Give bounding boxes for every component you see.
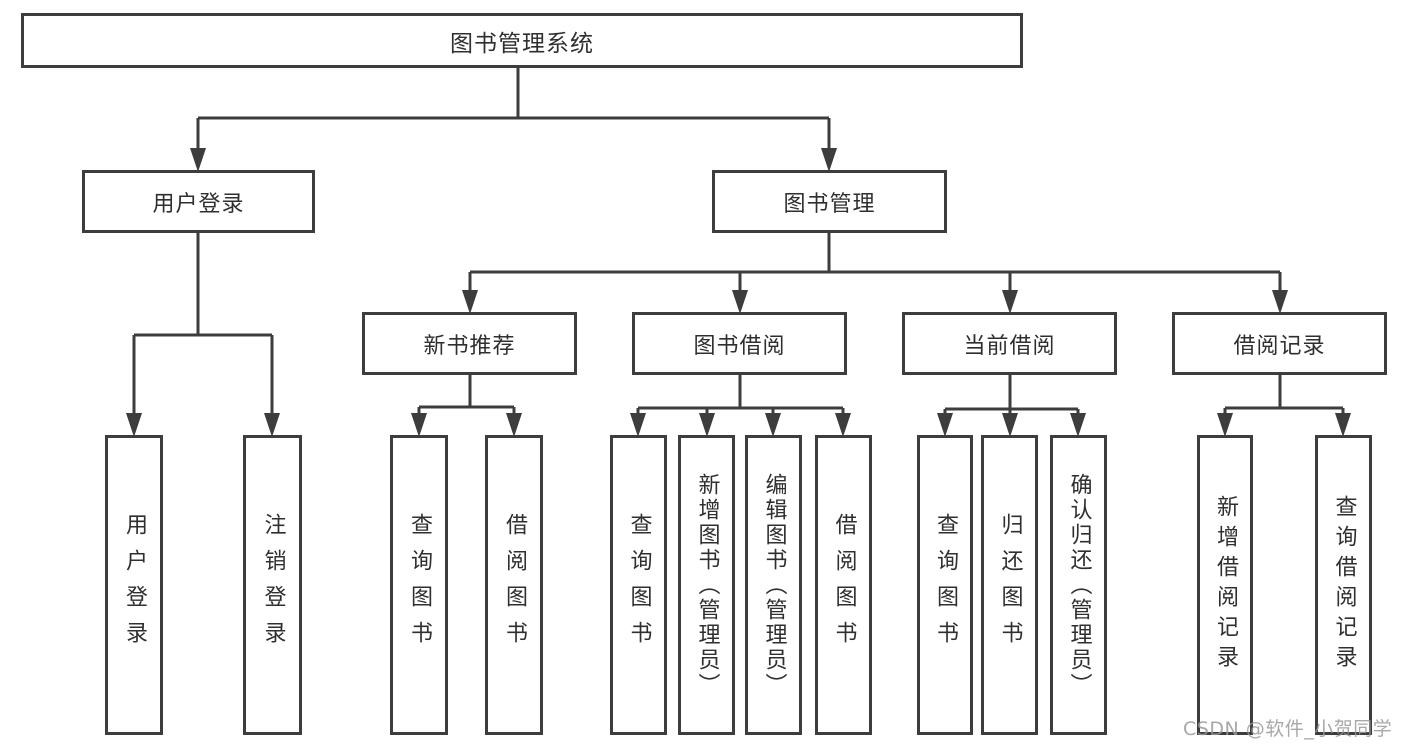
- node-edit-book-admin: 编辑图书（管理员）: [745, 435, 802, 735]
- arrowhead: [937, 413, 953, 437]
- node-label: 确认归还（管理员）: [1066, 472, 1092, 698]
- node-borrow-books-action: 借阅图书: [815, 435, 872, 735]
- arrowhead: [1335, 413, 1351, 437]
- arrowhead: [1272, 290, 1288, 314]
- node-book-management: 图书管理: [712, 170, 947, 233]
- arrowhead: [1217, 413, 1233, 437]
- arrowhead: [821, 148, 837, 172]
- arrowhead: [1002, 290, 1018, 314]
- node-return-book: 归还图书: [981, 435, 1038, 735]
- edges-borrow-records-to-leaves: [1217, 375, 1351, 437]
- arrowhead: [765, 413, 781, 437]
- node-logout-action: 注销登录: [243, 435, 302, 735]
- arrowhead: [462, 290, 478, 314]
- node-label: 归还图书: [997, 513, 1023, 657]
- node-borrow-books-recommend: 借阅图书: [485, 435, 543, 735]
- node-add-borrow-record: 新增借阅记录: [1197, 435, 1253, 735]
- node-query-books-current: 查询图书: [917, 435, 973, 735]
- node-query-books-borrow: 查询图书: [610, 435, 667, 735]
- node-user-login: 用户登录: [82, 170, 315, 233]
- node-label: 注销登录: [260, 513, 286, 657]
- arrowhead: [1070, 413, 1086, 437]
- node-confirm-return-admin: 确认归还（管理员）: [1050, 435, 1107, 735]
- node-label: 图书借阅: [693, 333, 786, 359]
- node-add-book-admin: 新增图书（管理员）: [678, 435, 735, 735]
- arrowhead: [506, 413, 522, 437]
- arrowhead: [411, 413, 427, 437]
- node-label: 新书推荐: [423, 333, 516, 359]
- arrowhead: [264, 413, 280, 437]
- edges-current-borrow-to-leaves: [937, 375, 1086, 437]
- arrowhead: [126, 413, 142, 437]
- node-query-borrow-record: 查询借阅记录: [1315, 435, 1372, 735]
- edges-root-to-level2: [190, 68, 837, 172]
- arrowhead: [630, 413, 646, 437]
- node-label: 用户登录: [122, 513, 147, 657]
- edges-book-borrow-to-leaves: [630, 375, 851, 437]
- node-label: 新增图书（管理员）: [694, 472, 720, 698]
- arrowhead: [835, 413, 851, 437]
- node-label: 借阅记录: [1233, 333, 1326, 359]
- node-root-library-management-system: 图书管理系统: [21, 13, 1023, 68]
- arrowhead: [190, 148, 206, 172]
- edges-book-management-to-level3: [462, 233, 1288, 314]
- node-label: 用户登录: [152, 191, 245, 217]
- edges-user-login-to-leaves: [126, 233, 280, 437]
- node-book-borrow: 图书借阅: [632, 312, 847, 375]
- node-current-borrow: 当前借阅: [902, 312, 1117, 375]
- node-borrow-records: 借阅记录: [1172, 312, 1387, 375]
- arrowhead: [1002, 413, 1018, 437]
- edges-new-book-recommend-to-leaves: [411, 375, 522, 437]
- node-label: 图书管理: [783, 191, 876, 217]
- arrowhead: [732, 290, 748, 314]
- node-label: 查询借阅记录: [1331, 495, 1357, 675]
- csdn-watermark: CSDN @软件_小贺同学: [1183, 718, 1393, 740]
- node-label: 当前借阅: [963, 333, 1056, 359]
- node-label: 查询图书: [407, 513, 432, 657]
- node-new-book-recommend: 新书推荐: [362, 312, 577, 375]
- node-label: 借阅图书: [831, 513, 857, 657]
- node-label: 查询图书: [933, 513, 958, 657]
- node-label: 借阅图书: [502, 513, 527, 657]
- arrowhead: [699, 413, 715, 437]
- node-label: 图书管理系统: [450, 30, 594, 57]
- node-label: 编辑图书（管理员）: [761, 472, 787, 698]
- node-query-books-recommend: 查询图书: [390, 435, 448, 735]
- node-user-login-action: 用户登录: [105, 435, 163, 735]
- node-label: 查询图书: [626, 513, 652, 657]
- node-label: 新增借阅记录: [1213, 495, 1238, 675]
